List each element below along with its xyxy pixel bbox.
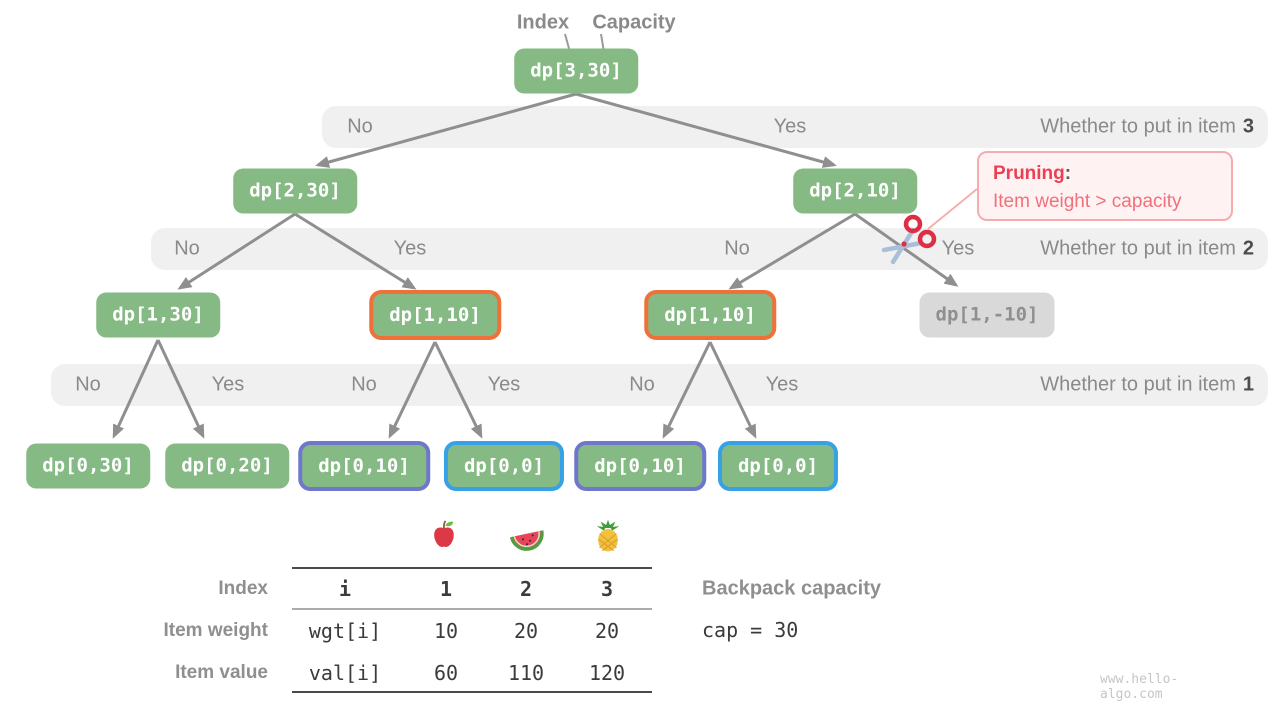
node-dp-0-10-left: dp[0,10] [298, 441, 430, 491]
node-dp-0-0-left: dp[0,0] [443, 441, 565, 491]
table-cell: 20 [594, 619, 620, 643]
answer-label: Yes [393, 237, 427, 260]
node-dp-2-30: dp[2,30] [233, 168, 357, 214]
table-rule-bottom [292, 691, 652, 693]
row-label-index: Index [218, 578, 268, 599]
node-dp-1-neg10-pruned: dp[1,-10] [919, 292, 1055, 338]
answer-label: No [347, 115, 373, 138]
node-dp-0-10-right: dp[0,10] [574, 441, 706, 491]
index-pointer-label: Index [516, 11, 570, 34]
node-dp-0-30: dp[0,30] [26, 443, 150, 489]
capacity-pointer-label: Capacity [592, 11, 676, 34]
scissors-icon [881, 214, 937, 265]
table-cell: 20 [513, 619, 539, 643]
answer-label: No [724, 237, 750, 260]
pineapple-icon [593, 519, 623, 558]
table-cell: 2 [519, 577, 533, 601]
table-cell: 60 [433, 661, 459, 685]
decision-band-item-1: No Yes No Yes No Yes Whether to put in i… [51, 364, 1268, 406]
table-rule-middle [292, 608, 652, 610]
node-dp-0-20: dp[0,20] [165, 443, 289, 489]
answer-label: Yes [487, 373, 521, 396]
node-dp-1-30: dp[1,30] [96, 292, 220, 338]
answer-label: No [174, 237, 200, 260]
table-cell: 10 [433, 619, 459, 643]
answer-label: Yes [765, 373, 799, 396]
pruning-leader-line [927, 188, 978, 230]
apple-icon [428, 519, 460, 556]
backpack-capacity-title: Backpack capacity [702, 577, 882, 600]
table-cell: 120 [588, 661, 626, 685]
answer-label: Yes [941, 237, 975, 260]
answer-label: Yes [773, 115, 807, 138]
table-rule-top [292, 567, 652, 569]
table-cell: 3 [600, 577, 614, 601]
watermark: www.hello-algo.com [1100, 672, 1179, 702]
node-dp-0-0-right: dp[0,0] [717, 441, 839, 491]
backpack-capacity-value: cap = 30 [702, 618, 799, 642]
table-cell: 1 [439, 577, 453, 601]
watermelon-icon [509, 523, 544, 558]
pruning-callout: Pruning: Item weight > capacity [977, 151, 1233, 221]
pruning-title: Pruning [993, 163, 1065, 184]
row-label-item-weight: Item weight [163, 620, 268, 641]
table-cell: wgt[i] [308, 619, 382, 643]
node-dp-1-10-right: dp[1,10] [644, 290, 776, 340]
node-dp-2-10: dp[2,10] [793, 168, 917, 214]
table-cell: val[i] [308, 661, 382, 685]
answer-label: No [629, 373, 655, 396]
answer-label: Yes [211, 373, 245, 396]
answer-label: No [75, 373, 101, 396]
node-dp-3-30: dp[3,30] [514, 48, 638, 94]
table-cell: 110 [507, 661, 545, 685]
table-cell: i [338, 577, 352, 601]
pruning-body: Item weight > capacity [993, 191, 1182, 212]
answer-label: No [351, 373, 377, 396]
node-dp-1-10-left: dp[1,10] [369, 290, 501, 340]
row-label-item-value: Item value [175, 662, 268, 683]
